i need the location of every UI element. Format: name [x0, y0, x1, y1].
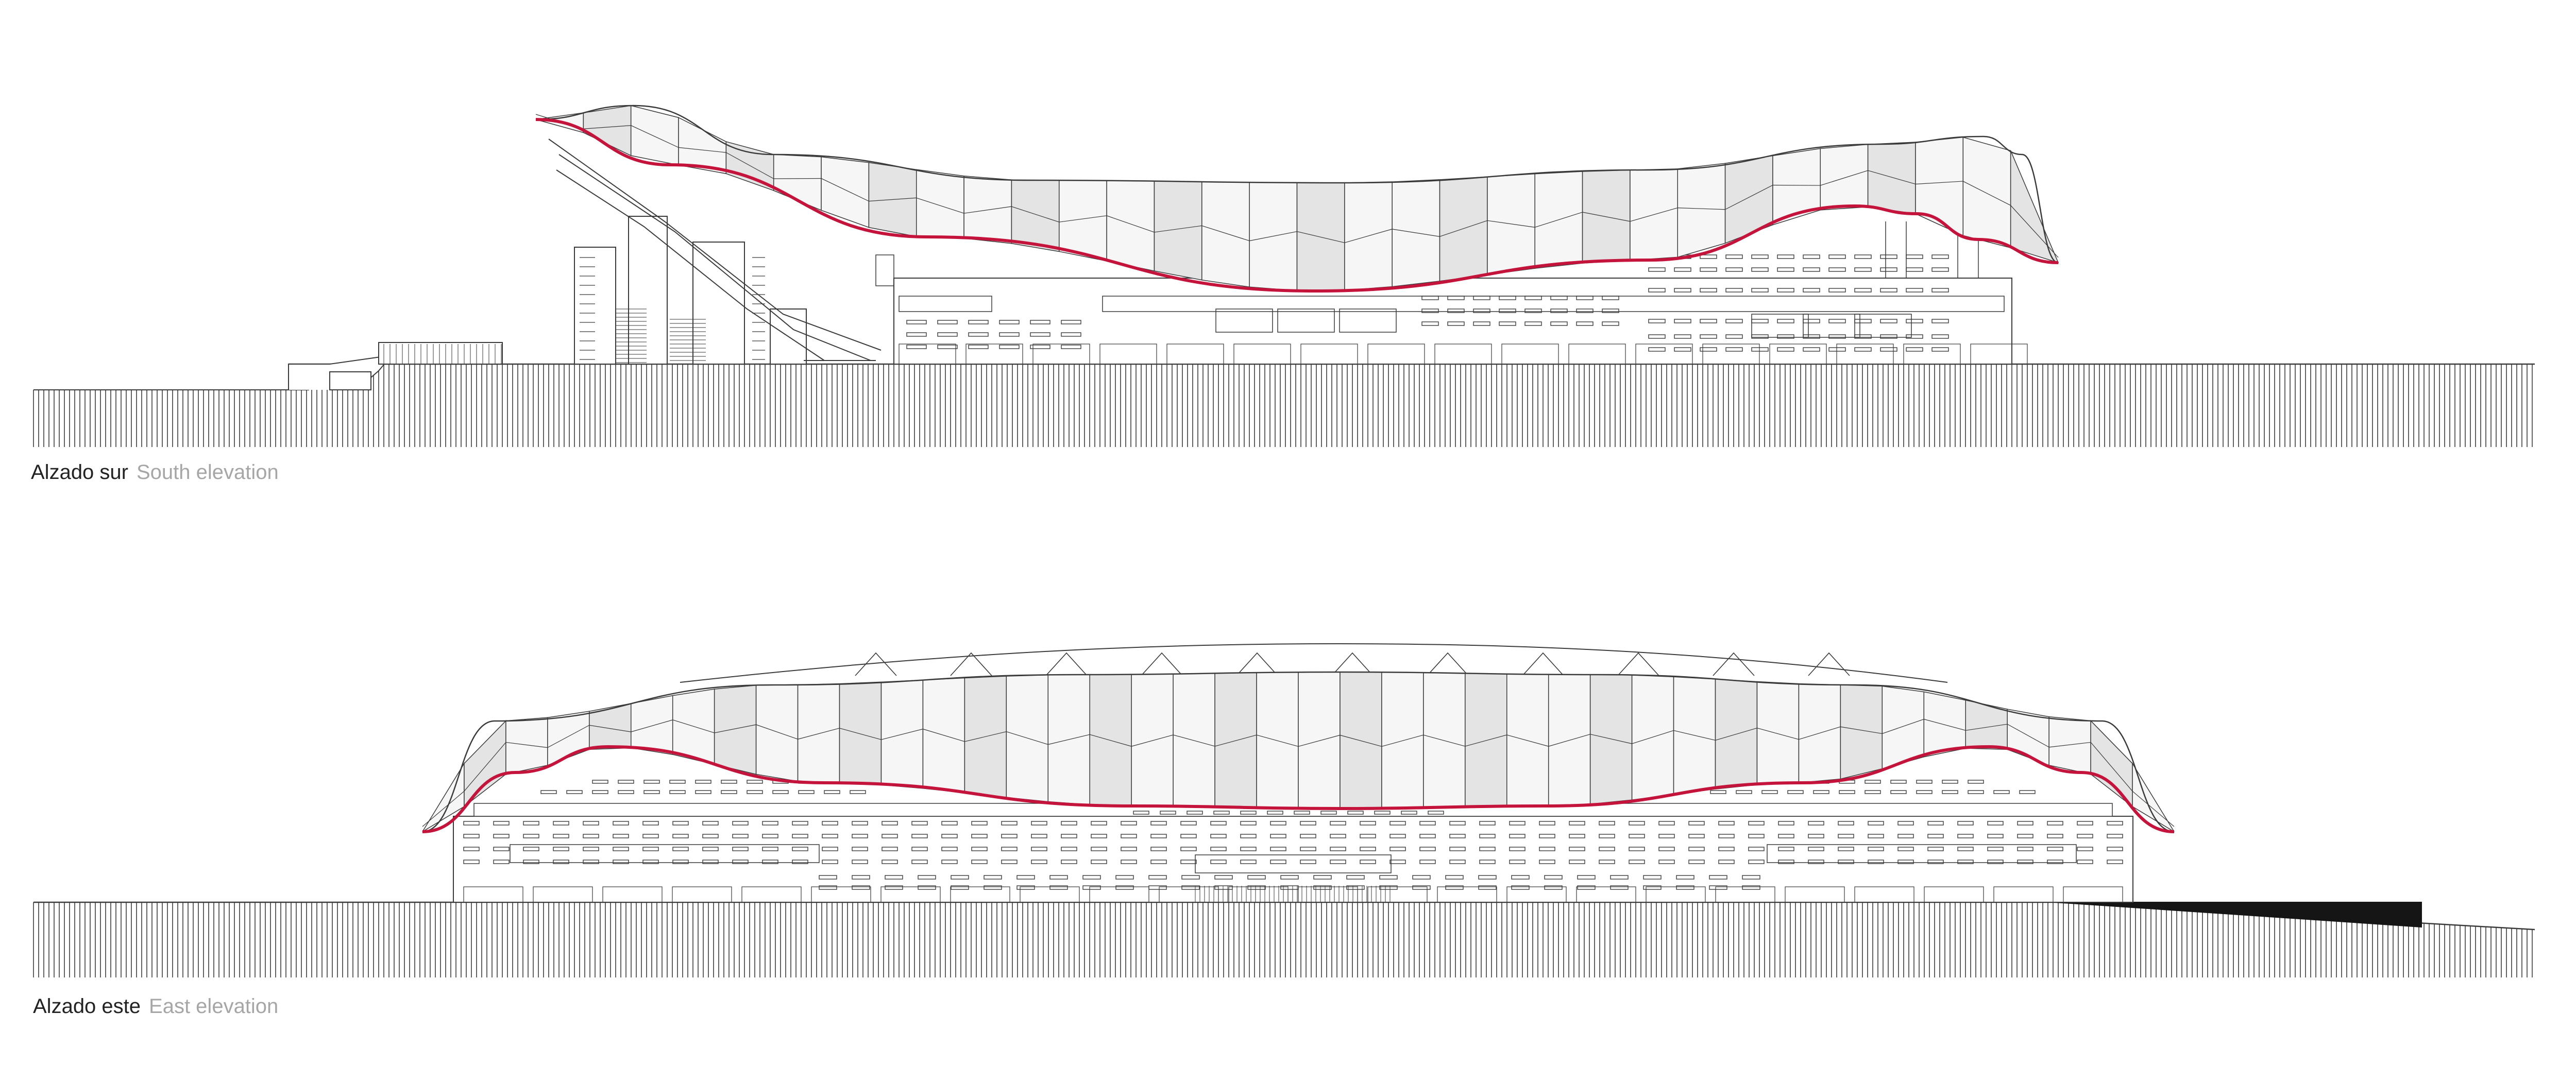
- south-roof-edge: [535, 118, 2059, 293]
- east-elevation: [33, 643, 2535, 977]
- east-ground-hatch: [33, 901, 2535, 977]
- south-stadium-body: [288, 139, 2028, 390]
- east-roof: [422, 643, 2175, 833]
- east-stadium-body: [453, 780, 2133, 903]
- south-caption-english: South elevation: [136, 461, 279, 484]
- south-roof: [535, 105, 2059, 293]
- east-roof-edge: [422, 745, 2175, 833]
- east-caption-english: East elevation: [149, 995, 279, 1018]
- south-caption-spanish: Alzado sur: [31, 461, 128, 484]
- south-elevation-caption: Alzado sur South elevation: [31, 461, 279, 484]
- east-elevation-caption: Alzado este East elevation: [33, 995, 278, 1018]
- south-elevation: [33, 105, 2535, 447]
- east-caption-spanish: Alzado este: [33, 995, 141, 1018]
- south-ground-hatch: [33, 363, 2535, 447]
